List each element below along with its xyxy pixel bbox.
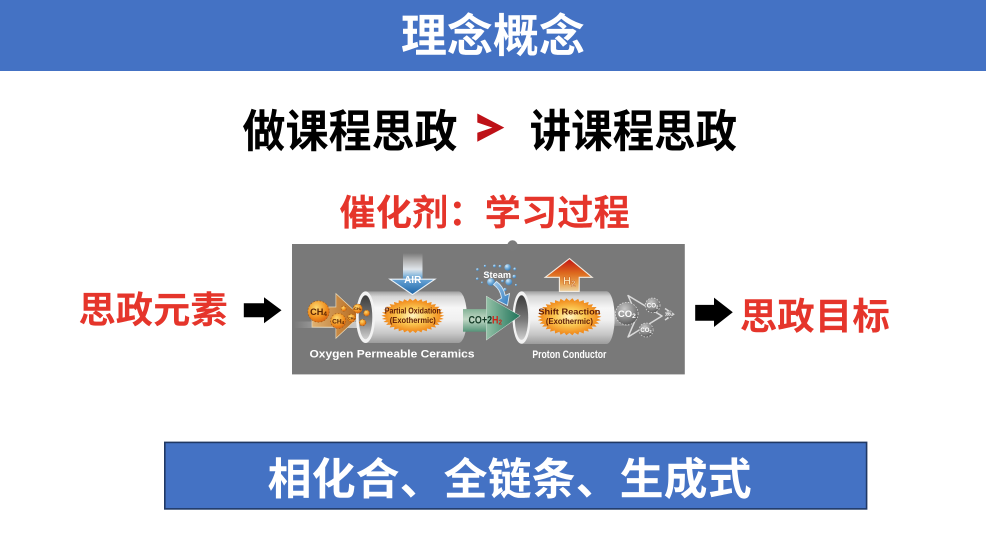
svg-text:Shift Reaction: Shift Reaction xyxy=(538,308,600,317)
svg-text:CH4: CH4 xyxy=(348,316,355,320)
svg-text:CH4: CH4 xyxy=(310,307,327,318)
svg-text:CO2: CO2 xyxy=(666,312,673,316)
svg-text:Steam: Steam xyxy=(483,270,511,280)
svg-text:H2: H2 xyxy=(563,276,576,289)
svg-text:Proton Conductor: Proton Conductor xyxy=(532,349,607,361)
svg-text:(Exothermic): (Exothermic) xyxy=(546,317,593,326)
svg-text:CO2: CO2 xyxy=(640,328,652,334)
svg-text:AIR: AIR xyxy=(404,275,422,286)
svg-text:CH4: CH4 xyxy=(332,318,345,325)
svg-text:CO2: CO2 xyxy=(647,303,659,310)
svg-text:(Exothermic): (Exothermic) xyxy=(390,316,436,325)
svg-text:Oxygen Permeable Ceramics: Oxygen Permeable Ceramics xyxy=(310,349,475,361)
svg-text:Partial Oxidation: Partial Oxidation xyxy=(385,307,441,316)
svg-text:CO2: CO2 xyxy=(618,309,636,320)
svg-text:CH4: CH4 xyxy=(354,306,362,312)
svg-text:CO+2H2: CO+2H2 xyxy=(469,314,503,326)
